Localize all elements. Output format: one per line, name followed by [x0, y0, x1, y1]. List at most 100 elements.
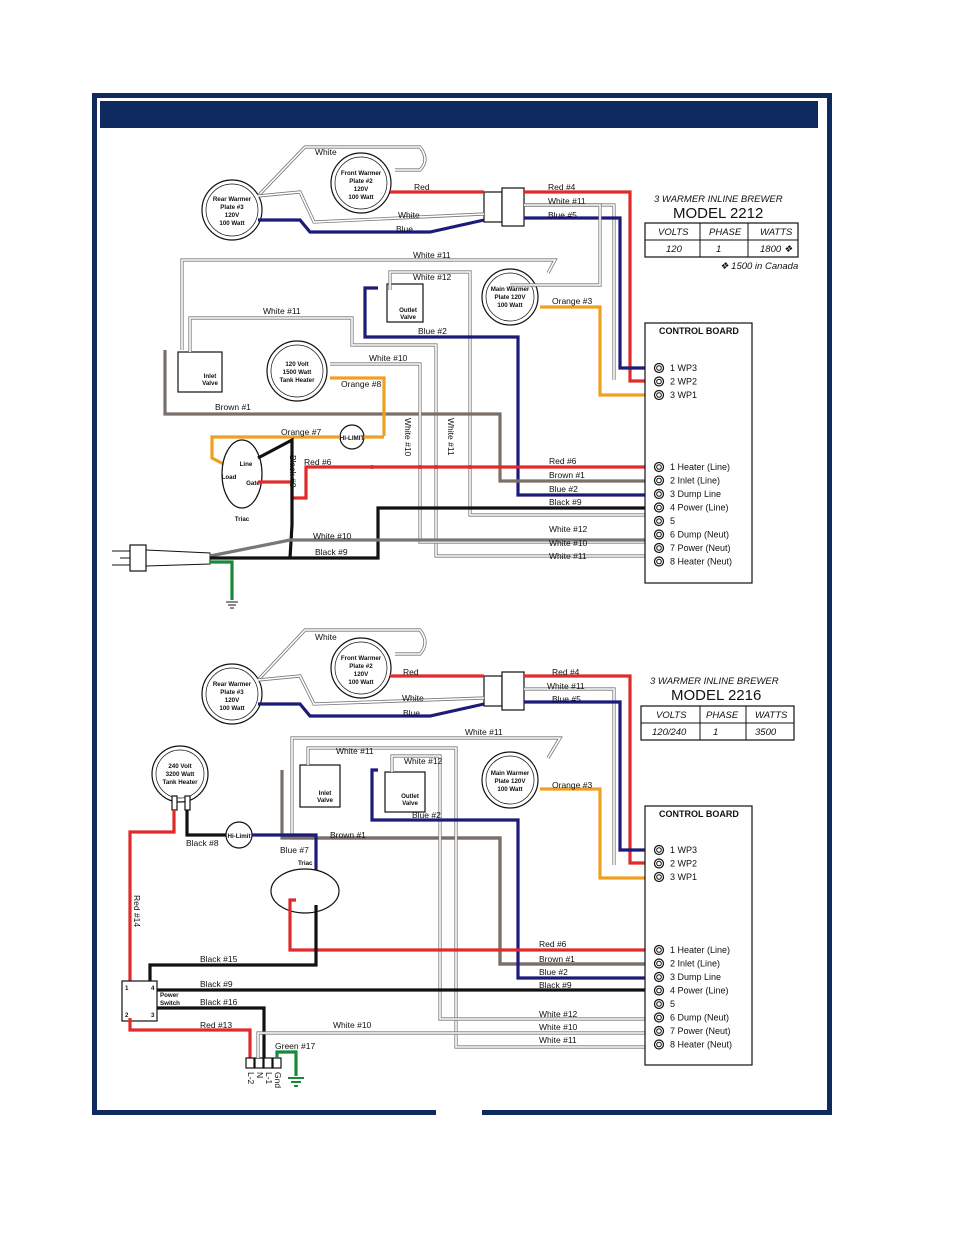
wire-label: Blue #7 [280, 845, 309, 855]
wire-labels-bottom: White Red White Blue Red #4 White #11 Bl… [132, 632, 592, 1051]
terminal-screw-icon [653, 515, 665, 527]
wire-label: Black #9 [539, 980, 572, 990]
terminal-label: 1 WP3 [670, 363, 697, 373]
outlet-valve: Outlet Valve [386, 283, 424, 323]
terminal-label: 7 Power (Neut) [670, 1026, 731, 1036]
wire-label: Blue #2 [412, 810, 441, 820]
terminal-screw-inner [656, 1014, 662, 1021]
wire-label: White #12 [413, 272, 452, 282]
terminal-screw-inner [656, 1001, 662, 1007]
terminal-screw-inner [656, 558, 662, 565]
terminal-screw-icon [653, 488, 665, 500]
wire-label: Blue #2 [539, 967, 568, 977]
terminal-screw-inner [656, 860, 662, 867]
wire-label: Red [403, 667, 419, 677]
label: L-2 [246, 1072, 256, 1085]
value-phase: 1 [716, 244, 721, 255]
power-switch: 1 4 2 3 Power Switch [121, 980, 180, 1022]
terminal-label: 3 Dump Line [670, 489, 721, 499]
wire-label: White #10 [333, 1020, 372, 1030]
wire-label: Red #4 [548, 182, 576, 192]
wire-label: Brown #1 [549, 470, 585, 480]
wire-label: White #10 [539, 1022, 578, 1032]
terminal-screw-inner [656, 545, 662, 551]
label: 120V [225, 212, 240, 219]
terminal-screw-inner [656, 491, 662, 497]
terminal-label: 2 WP2 [670, 859, 697, 869]
label: Line [240, 461, 253, 468]
ground-symbol [226, 601, 238, 609]
control-board-title: CONTROL BOARD [659, 809, 739, 819]
wire-label: White #10 [369, 353, 408, 363]
label: 100 Watt [497, 302, 522, 309]
terminal-label: 3 Dump Line [670, 972, 721, 982]
label: Hi-Limit [227, 833, 250, 840]
label: 1500 Watt [283, 369, 312, 376]
label: HI-LIMIT [340, 435, 365, 442]
terminal-screw-icon [653, 1025, 665, 1037]
terminal-screw-inner [656, 1028, 662, 1034]
terminal-screw-inner [656, 960, 662, 967]
terminal-screw-icon [653, 502, 665, 513]
wire-label: Red #4 [552, 667, 580, 677]
label: 100 Watt [348, 194, 373, 201]
label: 120V [225, 697, 240, 704]
wire-label: Blue [403, 708, 420, 718]
label: 100 Watt [219, 220, 244, 227]
terminal-screw-icon [653, 461, 665, 473]
value-volts: 120 [666, 244, 683, 255]
wire-label: White #10 [549, 538, 588, 548]
terminal-label: 2 WP2 [670, 377, 697, 387]
wire-label: Green #17 [275, 1041, 315, 1051]
terminal-screw-inner [656, 987, 662, 994]
terminal-screw-icon [653, 858, 665, 869]
header-phase: PHASE [709, 227, 742, 238]
control-board-title: CONTROL BOARD [659, 326, 739, 336]
terminal-screw-inner [656, 518, 662, 524]
label: 1 [125, 985, 129, 992]
terminal-screw-icon [653, 944, 665, 956]
connector [483, 191, 503, 223]
label: 120V [354, 186, 369, 193]
label: Valve [402, 800, 418, 807]
crossover-marks [370, 465, 472, 469]
frame-gap [436, 1104, 482, 1118]
wire-label: Red #6 [539, 939, 567, 949]
label: Outlet [401, 793, 419, 800]
label: Gnd [273, 1072, 283, 1088]
header-bar [100, 101, 818, 128]
wire-label: Black #9 [549, 497, 582, 507]
label: Plate 120V [495, 294, 527, 301]
wire-label: Black #9 [315, 547, 348, 557]
wire-label: Red #14 [132, 895, 142, 927]
label: 2 [125, 1012, 129, 1019]
wire-label: White #12 [539, 1009, 578, 1019]
wire-label: Black #9 [200, 979, 233, 989]
label: Inlet [204, 373, 217, 380]
wire-label: White #10 [403, 418, 413, 457]
wire-label: White #10 [313, 531, 352, 541]
label: Valve [317, 797, 333, 804]
label: Rear Warmer [213, 681, 252, 688]
label: Plate #2 [349, 663, 373, 670]
value-watts: 3500 [755, 727, 777, 738]
label: Tank Heater [280, 377, 316, 384]
terminal-screw-icon [653, 389, 665, 401]
label: 100 Watt [219, 705, 244, 712]
terminal-screw-icon [653, 1012, 665, 1023]
label: Tank Heater [163, 779, 199, 786]
label: N [255, 1072, 265, 1078]
label: Main Warmer [491, 770, 530, 777]
label: 240 Volt [168, 763, 191, 770]
terminal-label: 8 Heater (Neut) [670, 1040, 732, 1050]
label: L-1 [264, 1072, 274, 1085]
label: 4 [151, 985, 155, 992]
value-volts: 120/240 [652, 727, 687, 738]
label: Rear Warmer [213, 196, 252, 203]
terminal-label: 3 WP1 [670, 872, 697, 882]
label: Power [160, 992, 179, 999]
label: Outlet [399, 307, 417, 314]
wire-label: White #11 [548, 196, 586, 206]
terminal-screw-icon [653, 985, 665, 996]
